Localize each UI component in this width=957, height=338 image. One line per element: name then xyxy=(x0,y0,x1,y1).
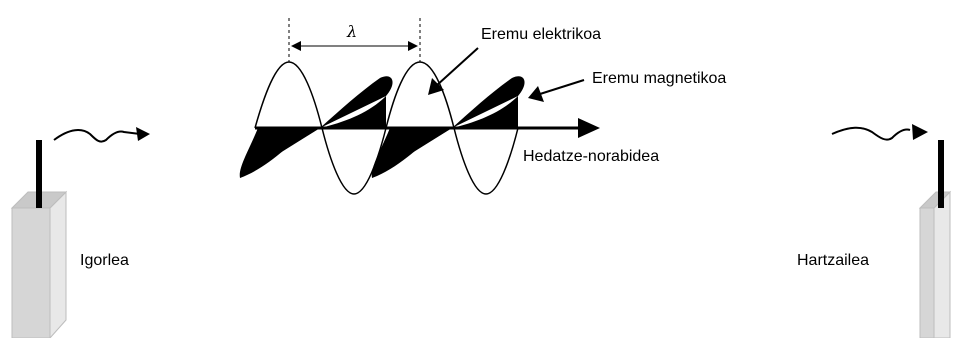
magnetic-field-lobe xyxy=(372,128,452,178)
electric-field-label: Eremu elektrikoa xyxy=(481,26,602,43)
receiver-box-front xyxy=(919,207,935,338)
receiver-antenna xyxy=(938,140,944,208)
magnetic-field-lobe xyxy=(320,96,386,128)
receiver-box-side xyxy=(933,190,951,338)
wavelength-label: λ xyxy=(347,22,358,41)
transmitter-antenna xyxy=(36,140,42,208)
transmitter-label: Igorlea xyxy=(80,252,129,269)
transmitter-box-side xyxy=(49,190,67,338)
em-wave xyxy=(239,61,600,195)
magnetic-field-lobe xyxy=(452,76,525,128)
magnetic-field-lobe xyxy=(320,76,393,128)
transmitter-tower xyxy=(10,140,68,338)
magnetic-field-lobe xyxy=(240,128,320,178)
magnetic-field-pointer xyxy=(528,79,585,102)
transmitter-box-front xyxy=(11,207,51,338)
emitted-signal-arrow xyxy=(53,127,150,143)
magnetic-field-lobe xyxy=(452,96,518,128)
received-signal-arrow xyxy=(831,124,928,141)
receiver-label: Hartzailea xyxy=(797,252,870,269)
propagation-arrowhead xyxy=(578,118,600,138)
propagation-label: Hedatze-norabidea xyxy=(523,148,660,165)
wavelength-marker xyxy=(288,18,421,62)
receiver-tower xyxy=(918,140,952,338)
magnetic-field-label: Eremu magnetikoa xyxy=(592,70,727,87)
electric-field-pointer xyxy=(428,47,479,95)
